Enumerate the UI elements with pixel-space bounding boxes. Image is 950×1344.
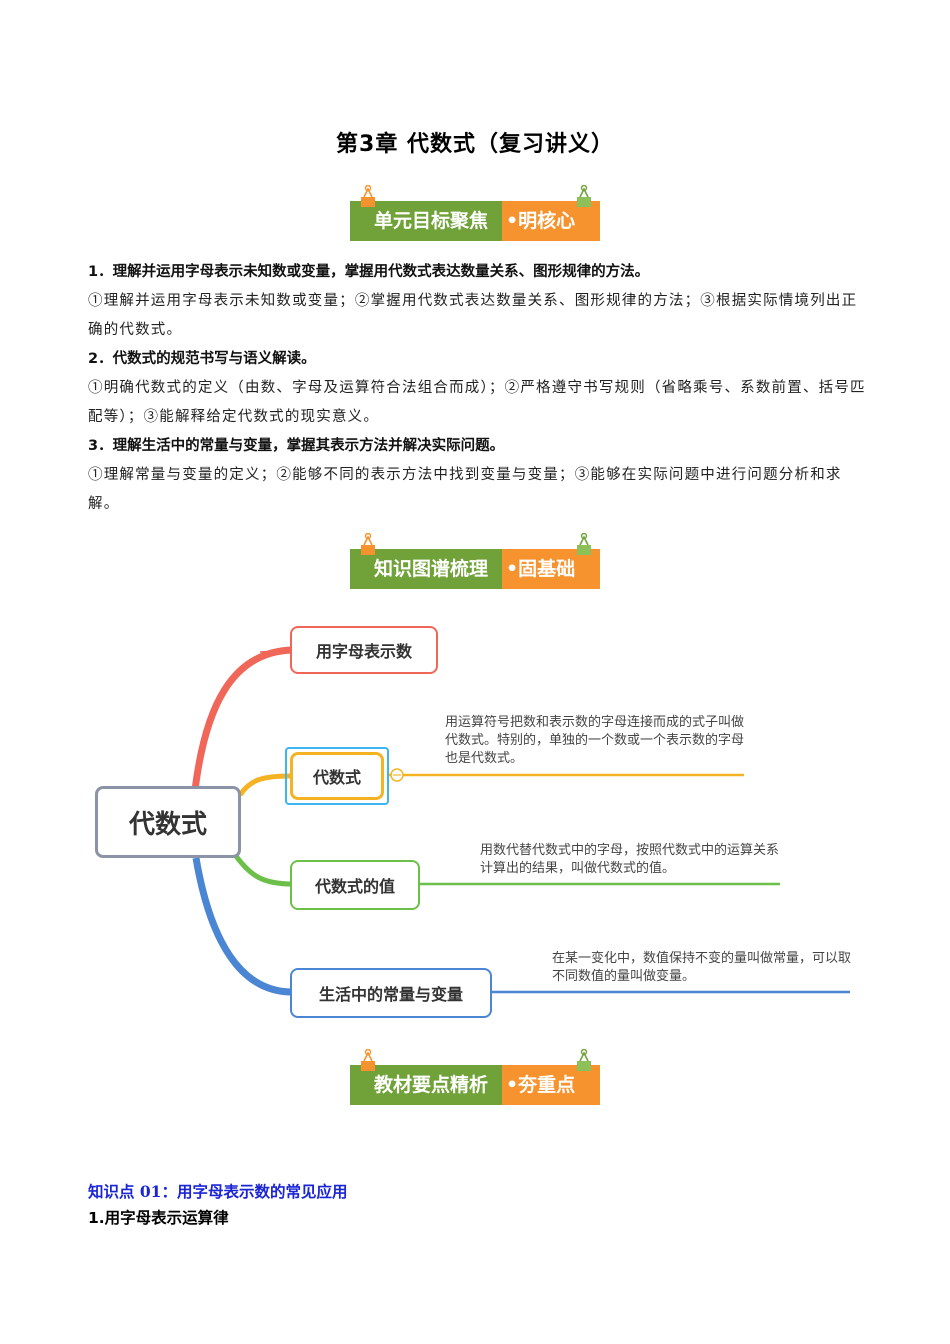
- mind-map-branch-node: 代数式的值: [290, 860, 420, 910]
- banner-right-label: •夯重点: [506, 1074, 576, 1096]
- page-title: 第3章 代数式（复习讲义）: [336, 132, 614, 157]
- mind-map-note: 用运算符号把数和表示数的字母连接而成的式子叫做代数式。特别的，单独的一个数或一个…: [445, 715, 745, 766]
- binder-clip-icon: [361, 185, 375, 207]
- mind-map-connectors: [191, 646, 850, 996]
- mind-map-note: 在某一变化中，数值保持不变的量叫做常量，可以取不同数值的量叫做变量。: [552, 951, 852, 984]
- binder-clip-icon: [361, 1049, 375, 1071]
- mind-map-branch-node: 代数式: [290, 752, 384, 800]
- mind-map-branch-node: 用字母表示数: [290, 626, 438, 674]
- banner-right-label: •明核心: [506, 210, 576, 232]
- mind-map: 代数式 用字母表示数 代数式 用运算符号把数和表示数的字母连接而成的式子叫做代数…: [0, 600, 950, 1040]
- banner-left-label: 教材要点精析: [374, 1074, 489, 1096]
- banner-orange-panel: [502, 549, 600, 589]
- knowledge-point-title: 知识点 01：用字母表示数的常见应用: [88, 1182, 348, 1201]
- banner-orange-panel: [502, 1065, 600, 1105]
- objective-detail: ①理解并运用字母表示未知数或变量；②掌握用代数式表达数量关系、图形规律的方法；③…: [88, 293, 858, 338]
- mind-map-root-node: 代数式: [95, 786, 241, 858]
- objective-heading: 2．代数式的规范书写与语义解读。: [88, 351, 316, 367]
- binder-clip-icon: [361, 533, 375, 555]
- knowledge-point-subtitle: 1.用字母表示运算律: [88, 1209, 229, 1227]
- banner-orange-panel: [502, 201, 600, 241]
- objective-heading: 3．理解生活中的常量与变量，掌握其表示方法并解决实际问题。: [88, 438, 505, 454]
- section-banner-knowledge-map: 知识图谱梳理 •固基础: [350, 533, 600, 589]
- objective-detail: ①明确代数式的定义（由数、字母及运算符合法组合而成）；②严格遵守书写规则（省略乘…: [88, 380, 866, 425]
- section-banner-goals: 单元目标聚焦 •明核心: [350, 185, 600, 241]
- banner-green-panel: [350, 1065, 502, 1105]
- banner-left-label: 知识图谱梳理: [374, 558, 489, 580]
- objective-heading: 1．理解并运用字母表示未知数或变量，掌握用代数式表达数量关系、图形规律的方法。: [88, 264, 650, 280]
- banner-right-label: •固基础: [506, 558, 576, 580]
- binder-clip-icon: [577, 185, 591, 207]
- banner-green-panel: [350, 549, 502, 589]
- objective-detail: ①理解常量与变量的定义；②能够不同的表示方法中找到变量与变量；③能够在实际问题中…: [88, 467, 842, 512]
- binder-clip-icon: [577, 533, 591, 555]
- mind-map-note: 用数代替代数式中的字母，按照代数式中的运算关系计算出的结果，叫做代数式的值。: [480, 843, 780, 876]
- banner-left-label: 单元目标聚焦: [374, 210, 489, 232]
- mind-map-branch-node: 生活中的常量与变量: [290, 968, 492, 1018]
- section-banner-key-points: 教材要点精析 •夯重点: [350, 1049, 600, 1105]
- banner-green-panel: [350, 201, 502, 241]
- mind-map-selection-outline: [285, 747, 389, 805]
- objectives-section: 1．理解并运用字母表示未知数或变量，掌握用代数式表达数量关系、图形规律的方法。 …: [88, 258, 868, 519]
- binder-clip-icon: [577, 1049, 591, 1071]
